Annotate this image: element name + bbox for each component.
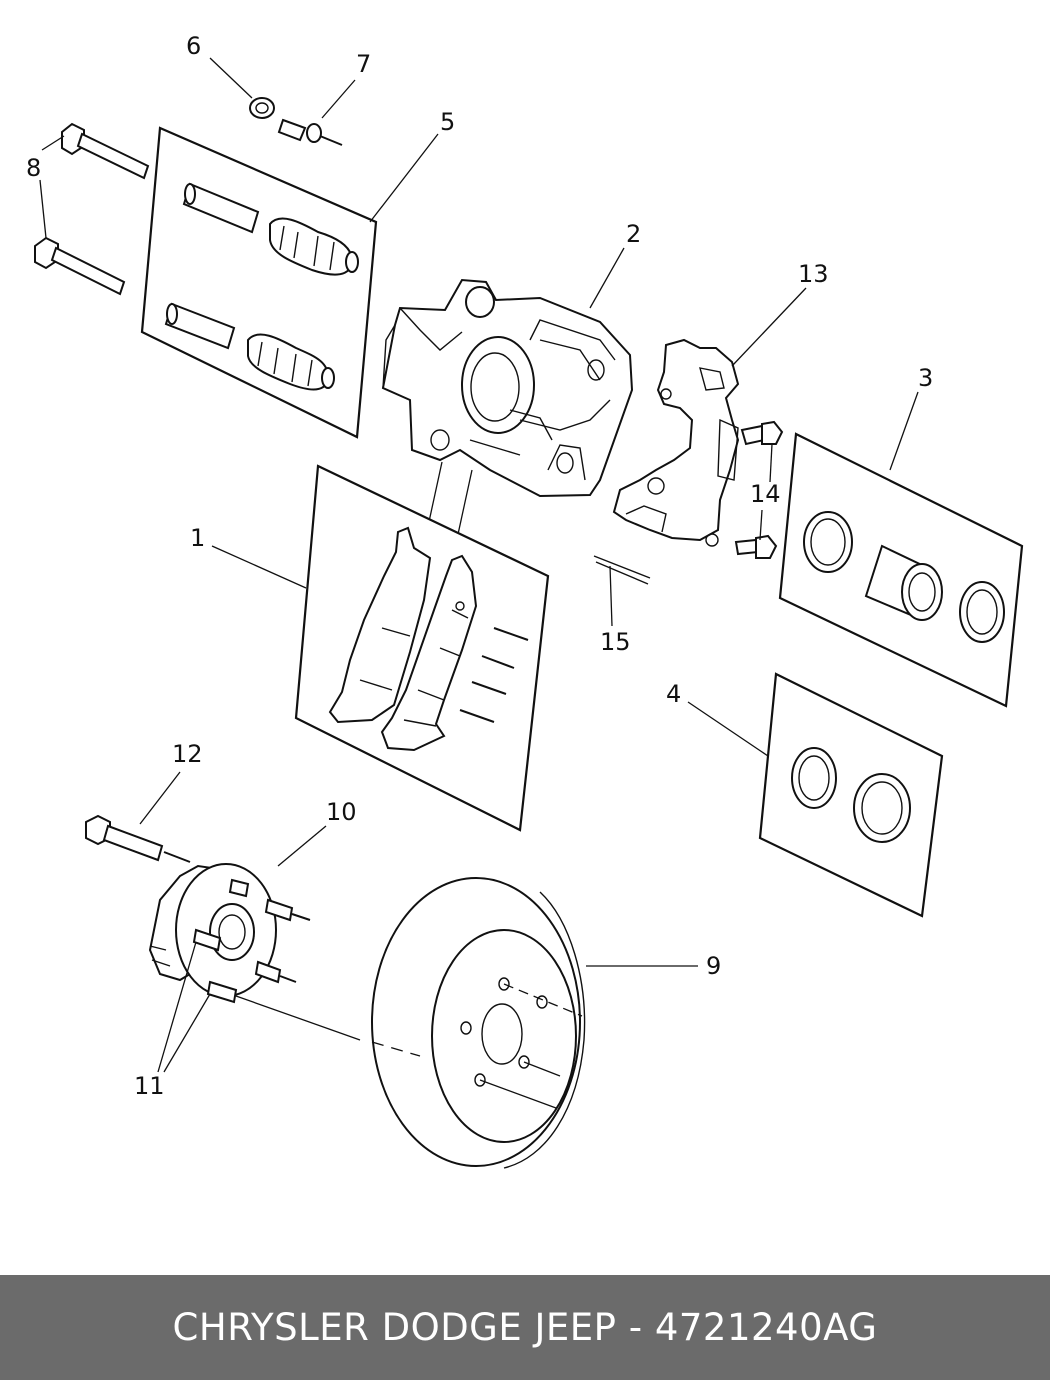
part-7-pin — [277, 118, 343, 146]
part-13-bracket — [612, 338, 740, 547]
part-9-rotor — [371, 877, 586, 1169]
exploded-brake-diagram: 6 7 5 8 2 13 3 14 1 15 4 12 10 9 11 — [26, 32, 1024, 1169]
callout-12: 12 — [172, 740, 203, 768]
callout-15: 15 — [600, 628, 631, 656]
callout-14: 14 — [750, 480, 781, 508]
part-14-bracket-bolts — [734, 420, 784, 559]
callout-1: 1 — [190, 524, 205, 552]
leader-lines — [39, 57, 919, 1073]
part-3-piston-kit-panel — [778, 432, 1024, 708]
callout-8: 8 — [26, 154, 41, 182]
part-12-hub-bolt — [85, 814, 191, 863]
footer-banner: CHRYSLER DODGE JEEP - 4721240AG — [0, 1275, 1050, 1380]
callout-3: 3 — [918, 364, 933, 392]
callout-2: 2 — [626, 220, 641, 248]
callout-10: 10 — [326, 798, 357, 826]
part-10-hub-bearing — [148, 863, 361, 1041]
callout-4: 4 — [666, 680, 681, 708]
part-15-clip — [593, 555, 651, 585]
part-6-bushing — [249, 97, 275, 119]
part-4-seal-kit-panel — [758, 672, 944, 918]
part-5-pin-kit-panel — [140, 126, 378, 439]
callout-6: 6 — [186, 32, 201, 60]
callout-labels: 6 7 5 8 2 13 3 14 1 15 4 12 10 9 11 — [26, 32, 933, 1100]
part-8-bolts — [34, 122, 150, 296]
part-2-caliper — [381, 278, 634, 549]
callout-11: 11 — [134, 1072, 165, 1100]
callout-13: 13 — [798, 260, 829, 288]
callout-5: 5 — [440, 108, 455, 136]
callout-7: 7 — [356, 50, 371, 78]
callout-9: 9 — [706, 952, 721, 980]
footer-caption: CHRYSLER DODGE JEEP - 4721240AG — [172, 1306, 878, 1349]
part-1-brake-pads-panel — [294, 464, 550, 832]
